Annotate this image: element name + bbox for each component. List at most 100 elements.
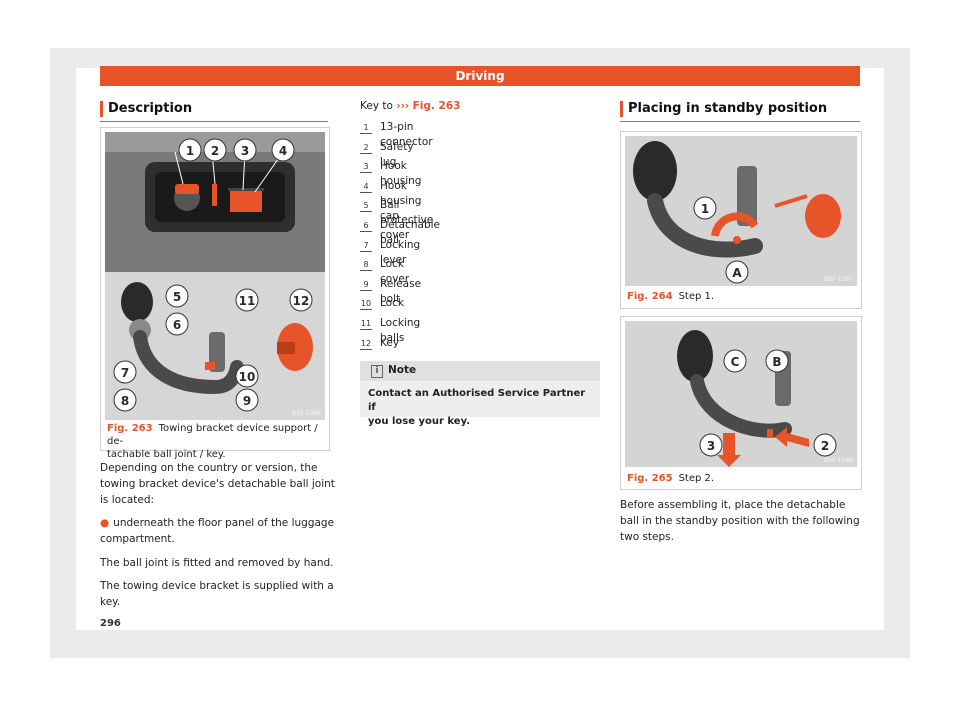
description-title: Description: [108, 101, 193, 116]
description-bullet: ●underneath the floor panel of the lugga…: [100, 515, 335, 547]
key-item-number: 3: [360, 161, 372, 174]
figure-265-code: B5F-1088: [824, 457, 853, 464]
callout-10: 10: [239, 370, 256, 384]
key-item-number: 4: [360, 181, 372, 193]
key-item-number: 11: [360, 318, 372, 330]
description-text-line: Depending on the country or version, the: [100, 462, 318, 474]
note-header: i Note: [360, 361, 600, 381]
figure-265-number: Fig. 265: [627, 473, 673, 484]
callout-2: 2: [821, 439, 829, 453]
info-icon: i: [371, 365, 383, 378]
callout-b: B: [772, 355, 781, 369]
key-item-label: Lock: [380, 297, 404, 310]
callout-1: 1: [186, 144, 194, 158]
callout-a: A: [732, 266, 742, 280]
figure-263-image: 1 2 3 4 5 6 7 8 9 10 11 12 B5F-1086: [105, 132, 325, 420]
key-heading: Key to ››› Fig. 263: [360, 100, 460, 112]
standby-text-line: ball in the standby position with the fo…: [620, 515, 860, 527]
title-rule: [620, 121, 860, 122]
key-item-label: 13-pin connector: [380, 121, 433, 148]
callout-4: 4: [279, 144, 287, 158]
figure-264-caption: Fig. 264 Step 1.: [627, 290, 853, 303]
figure-264-image: 1 A B5F-1087: [625, 136, 857, 286]
figure-265: C B 3 2 B5F-1088 Fig. 265 Step 2.: [620, 316, 862, 490]
towing-bracket-illustration: 1 2 3 4 5 6 7 8 9 10 11 12: [105, 132, 325, 420]
callout-3: 3: [707, 439, 715, 453]
standby-text-line: two steps.: [620, 531, 674, 543]
key-item-number: 8: [360, 259, 372, 272]
callout-6: 6: [173, 318, 181, 332]
key-item-number: 1: [360, 122, 372, 134]
figure-263-number: Fig. 263: [107, 423, 153, 434]
key-item-number: 12: [360, 338, 372, 350]
note-text: Contact an Authorised Service Partner if…: [368, 387, 592, 429]
figure-265-callouts: C B 3 2: [699, 349, 837, 457]
callout-3: 3: [241, 144, 249, 158]
figure-263: 1 2 3 4 5 6 7 8 9 10 11 12 B5F-1086 Fig.…: [100, 127, 330, 460]
description-paragraph-3: The towing device bracket is supplied wi…: [100, 578, 335, 610]
key-item-label: Hook housing cap: [380, 179, 422, 222]
description-text-line: The towing device bracket is supplied wi…: [100, 580, 334, 592]
description-text-line: towing bracket device's detachable ball …: [100, 478, 335, 490]
key-item-label: Lock cover: [380, 258, 410, 286]
step-2-illustration: C B 3 2: [677, 330, 837, 467]
section-header: Driving: [100, 66, 860, 86]
figure-263-caption-line2: tachable ball joint / key.: [107, 449, 226, 460]
title-accent: [100, 101, 103, 117]
figure-264-callouts: 1 A: [693, 196, 749, 284]
standby-title: Placing in standby position: [628, 101, 828, 116]
key-item-label: Locking lever: [380, 238, 421, 266]
bullet-text-line: underneath the floor panel of the luggag…: [113, 517, 335, 529]
description-paragraph-1: Depending on the country or version, the…: [100, 460, 335, 508]
callout-2: 2: [211, 144, 219, 158]
key-item-number: 6: [360, 220, 372, 232]
key-item-number: 7: [360, 240, 372, 252]
callout-1: 1: [701, 202, 709, 216]
title-rule: [100, 121, 328, 122]
note-text-line: Contact an Authorised Service Partner if: [368, 388, 586, 413]
figure-263-code: B5F-1086: [292, 410, 321, 417]
key-item-label: Hook housing: [380, 160, 422, 188]
figure-264-code: B5F-1087: [824, 276, 853, 283]
key-item-label: Release bolt: [380, 277, 422, 305]
key-item-label: Safety lug: [380, 140, 414, 168]
callout-c: C: [731, 355, 740, 369]
description-text-line: key.: [100, 596, 121, 608]
note-title: Note: [388, 364, 417, 376]
callout-7: 7: [121, 366, 129, 380]
description-paragraph-2: The ball joint is fitted and removed by …: [100, 557, 334, 569]
key-item-number: 10: [360, 299, 372, 311]
standby-paragraph: Before assembling it, place the detachab…: [620, 497, 860, 545]
description-text-line: is located:: [100, 494, 155, 506]
cross-ref-arrows: ›››: [396, 100, 410, 112]
note-box: i Note Contact an Authorised Service Par…: [360, 361, 600, 427]
figure-265-caption: Fig. 265 Step 2.: [627, 472, 853, 485]
figure-263-caption-line1: Towing bracket device support / de-: [107, 423, 318, 447]
page-number: 296: [100, 618, 121, 629]
callout-8: 8: [121, 394, 129, 408]
step-1-illustration: 1 A: [633, 141, 841, 284]
cross-ref-link[interactable]: Fig. 263: [412, 100, 461, 112]
callout-11: 11: [239, 294, 256, 308]
figure-265-caption-text: Step 2.: [678, 473, 715, 484]
key-item-label: Key: [380, 336, 400, 349]
figure-264-caption-text: Step 1.: [678, 291, 715, 302]
note-text-line: you lose your key.: [368, 416, 470, 427]
standby-text-line: Before assembling it, place the detachab…: [620, 499, 846, 511]
key-item-number: 5: [360, 200, 372, 213]
bullet-text-line: compartment.: [100, 533, 175, 545]
callout-12: 12: [293, 294, 310, 308]
key-item-number: 9: [360, 279, 372, 291]
title-accent: [620, 101, 623, 117]
key-item-label: Ball protective cover: [380, 199, 434, 242]
callout-5: 5: [173, 290, 181, 304]
figure-264: 1 A B5F-1087 Fig. 264 Step 1.: [620, 131, 862, 309]
figure-265-image: C B 3 2 B5F-1088: [625, 321, 857, 467]
callout-9: 9: [243, 394, 251, 408]
figure-263-callouts: 1 2 3 4 5 6 7 8 9 10 11 12: [113, 138, 313, 412]
key-item-number: 2: [360, 142, 372, 154]
figure-264-number: Fig. 264: [627, 291, 673, 302]
key-item-label: Detachable ball: [380, 218, 441, 246]
bullet-icon: ●: [100, 517, 110, 529]
